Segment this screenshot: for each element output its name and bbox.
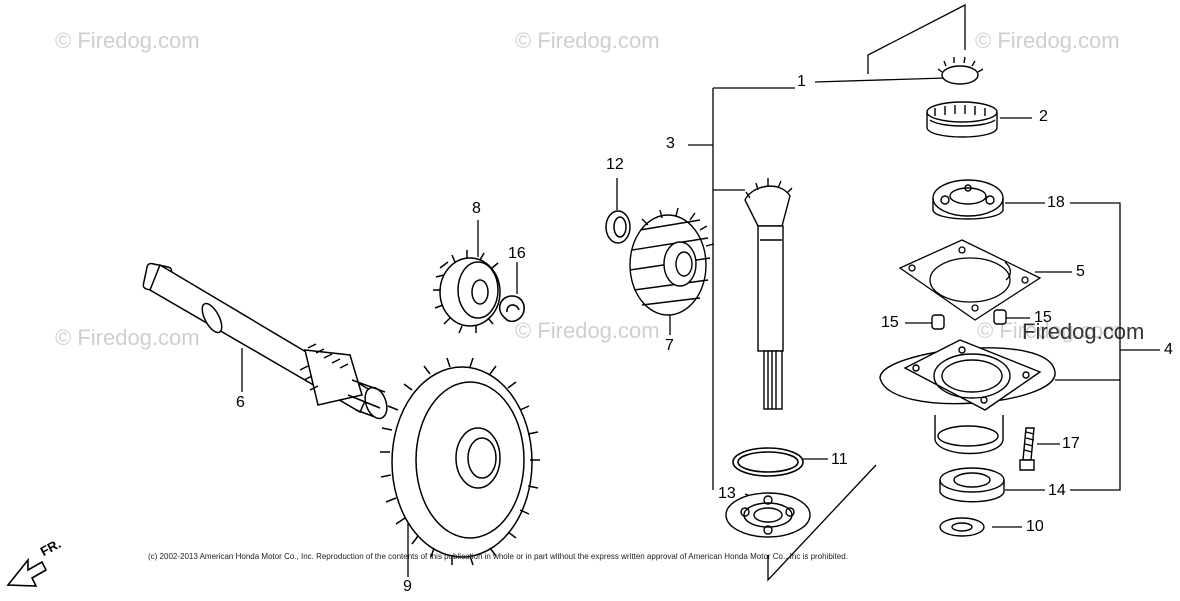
watermark: © Firedog.com xyxy=(515,28,660,53)
callout-12: 12 xyxy=(606,156,624,173)
part-pinion-shaft xyxy=(744,178,793,410)
part-bearing-13 xyxy=(725,492,811,538)
leader-lines xyxy=(241,3,1160,582)
callout-10: 10 xyxy=(1026,518,1044,535)
part-gasket xyxy=(898,239,1042,321)
callout-6: 6 xyxy=(236,394,245,411)
direction-arrow xyxy=(6,557,48,587)
watermark: © Firedog.com xyxy=(55,28,200,53)
part-washer-10 xyxy=(939,517,985,537)
callout-13: 13 xyxy=(718,485,736,502)
callout-3: 3 xyxy=(666,135,675,152)
callout-1: 1 xyxy=(797,73,806,90)
watermark: Firedog.com xyxy=(1022,319,1145,344)
callout-5: 5 xyxy=(1076,263,1085,280)
callout-9: 9 xyxy=(403,578,412,595)
part-dowel-pins xyxy=(931,309,1007,330)
watermark: © Firedog.com xyxy=(55,325,200,350)
callout-11: 11 xyxy=(831,451,848,468)
part-top-gear xyxy=(937,56,984,85)
part-oring xyxy=(732,447,804,477)
callout-7: 7 xyxy=(665,337,674,354)
callout-16: 16 xyxy=(508,245,526,262)
callout-2: 2 xyxy=(1039,108,1048,125)
watermark: © Firedog.com xyxy=(975,28,1120,53)
callout-18: 18 xyxy=(1047,194,1065,211)
part-case-cover xyxy=(879,339,1056,455)
callout-15: 15 xyxy=(881,314,899,331)
part-washer-12 xyxy=(605,210,631,244)
watermark: © Firedog.com xyxy=(515,318,660,343)
part-circlip xyxy=(498,295,525,323)
part-cup xyxy=(926,101,998,138)
callout-14: 14 xyxy=(1048,482,1066,499)
part-oil-seal xyxy=(939,467,1005,503)
callout-17: 17 xyxy=(1062,435,1080,452)
part-shaft xyxy=(142,262,388,420)
callout-15: 15 xyxy=(1034,309,1052,326)
copyright-notice: (c) 2002-2013 American Honda Motor Co., … xyxy=(148,552,848,561)
callout-4: 4 xyxy=(1164,341,1173,358)
part-bearing-18 xyxy=(932,179,1004,220)
part-large-gear xyxy=(380,357,540,566)
callout-8: 8 xyxy=(472,200,481,217)
part-small-gear xyxy=(433,250,501,334)
part-bolt xyxy=(1019,427,1035,471)
part-bevel-gear xyxy=(629,207,715,316)
